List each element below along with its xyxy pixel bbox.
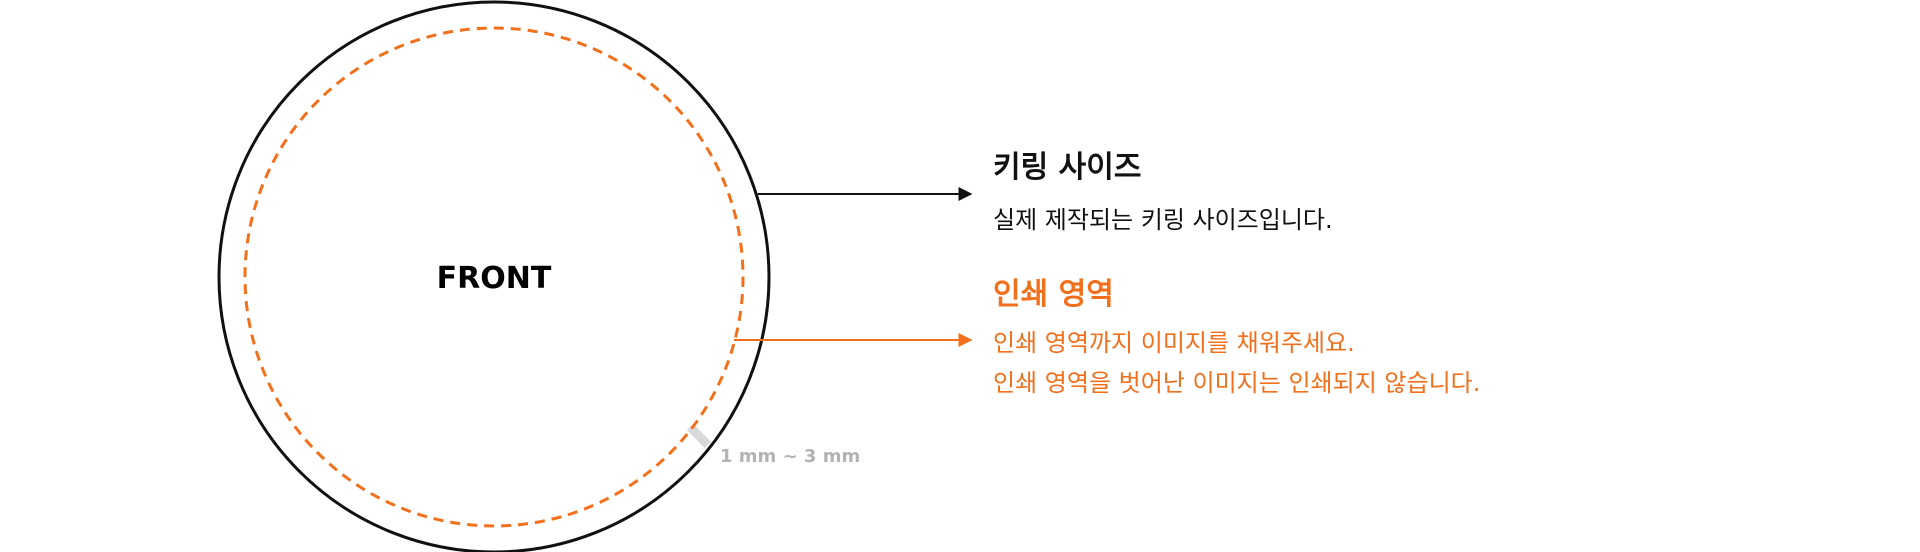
- front-label: FRONT: [437, 261, 552, 296]
- print-area-line: 인쇄 영역을 벗어난 이미지는 인쇄되지 않습니다.: [993, 369, 1481, 397]
- print-area-outline: [243, 26, 745, 528]
- keyring-size-block: 키링 사이즈 실제 제작되는 키링 사이즈입니다.: [993, 150, 1333, 240]
- print-area-block: 인쇄 영역 인쇄 영역까지 이미지를 채워주세요. 인쇄 영역을 벗어난 이미지…: [993, 277, 1480, 403]
- gap-label: 1 mm ~ 3 mm: [720, 446, 860, 467]
- keyring-size-title: 키링 사이즈: [993, 150, 1142, 185]
- gap-indicator: [686, 423, 712, 449]
- keyring-size-description: 실제 제작되는 키링 사이즈입니다.: [993, 206, 1333, 234]
- keyring-outline: [217, 0, 771, 552]
- print-area-title: 인쇄 영역: [993, 277, 1114, 312]
- print-area-line: 인쇄 영역까지 이미지를 채워주세요.: [993, 329, 1355, 357]
